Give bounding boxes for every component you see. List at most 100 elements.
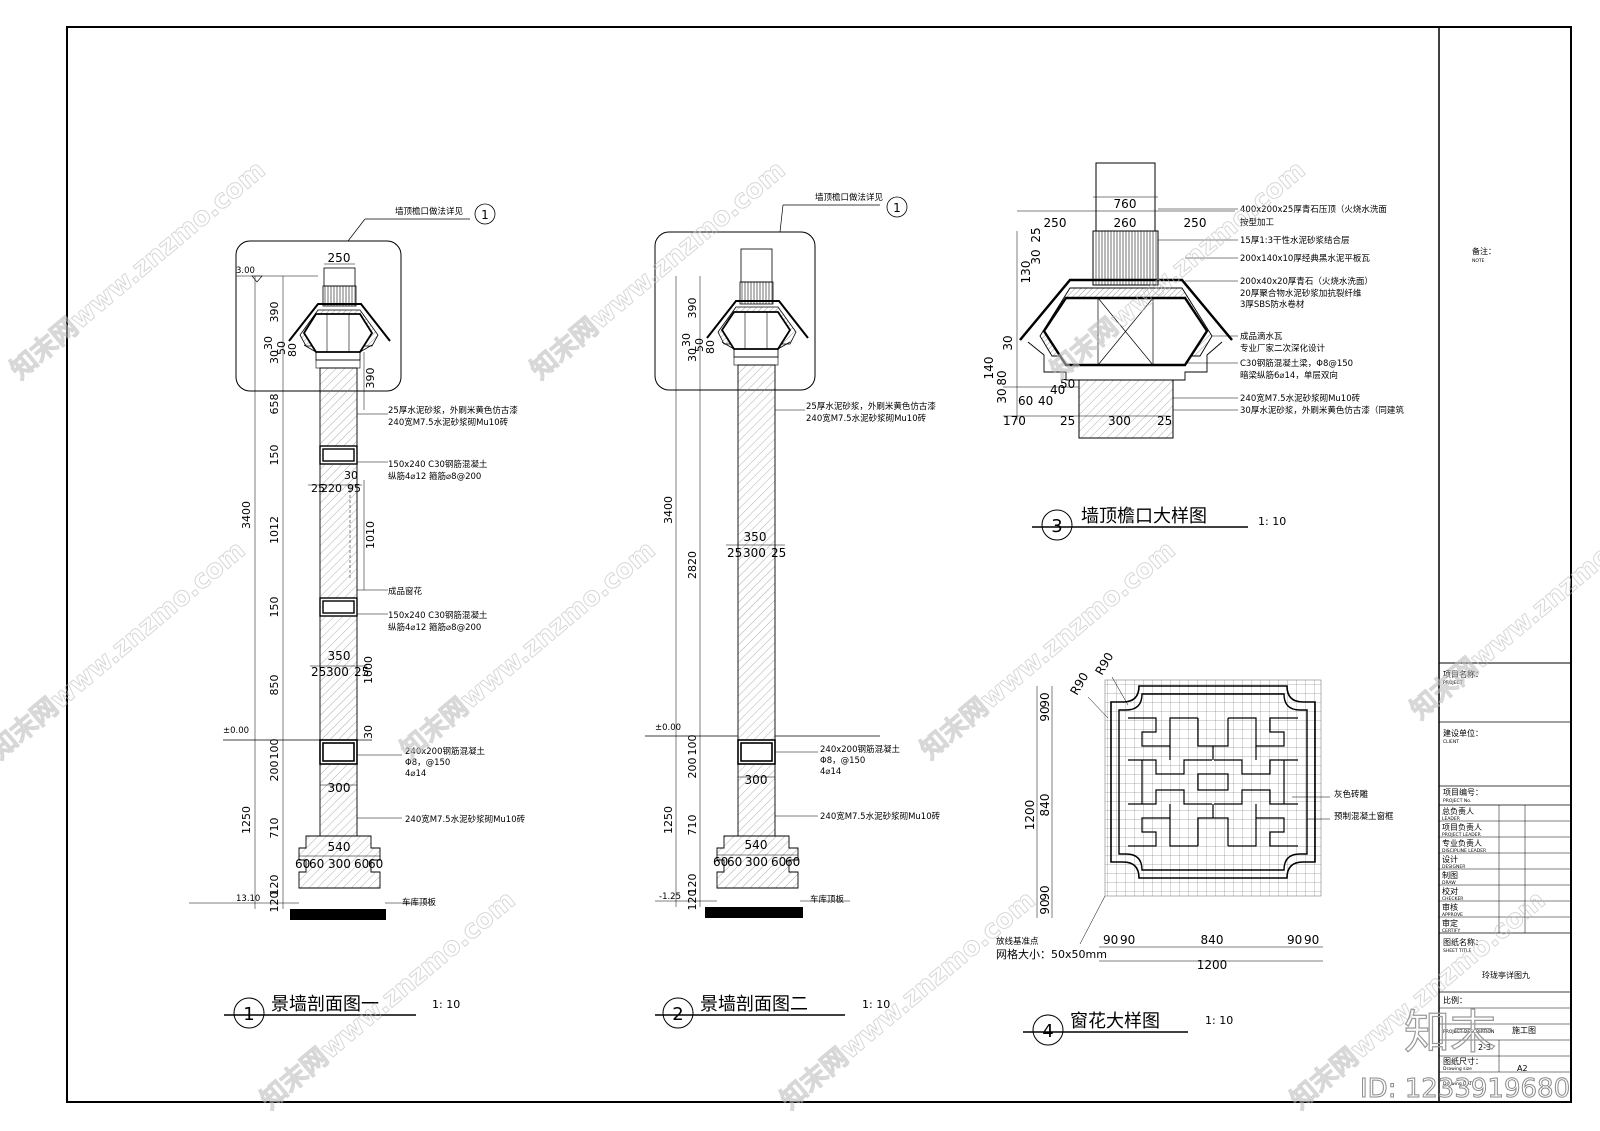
dim-foot-width: 300 [328,781,351,795]
dim-left: 30 [262,336,275,350]
tb-role-cn: 设计 [1442,854,1458,864]
note: 4⌀14 [820,767,841,777]
elevation-bottom: 13.10 [236,894,260,904]
watermark-text: 知末网www.znzmo.com [775,885,1041,1115]
dim-bottom: 25 [1060,414,1075,428]
dim-base-width: 60 [771,855,786,869]
dim-bottom: 840 [1201,933,1224,947]
title-number-circle [662,997,694,1029]
note: C30钢筋混凝土梁，Φ8@150 [1240,358,1353,369]
dim-mid-width: 95 [347,482,361,495]
dim-left: 100 [268,739,281,760]
section-2-title: 景墙剖面图二 [700,994,808,1015]
dim-mid-width: 25 [771,546,786,560]
dim-top-width: 250 [328,251,351,265]
tb-role-cn: 校对 [1442,886,1458,896]
detail-callout-box [654,231,816,391]
note: 成品滴水瓦 [1240,331,1283,342]
dim-mid-width: 30 [344,469,358,482]
dim-right: 1000 [362,656,375,684]
tb-role-en: CHECKER [1442,896,1463,902]
detail-3: 760 250 260 250 25 30 130 30 140 80 30 4… [982,162,1404,541]
dim-base-width: 60 [295,857,310,871]
tb-roles: 总负责人 LEADER 项目负责人 PROJECT LEADER 专业负责人 D… [1442,806,1486,934]
watermark-text: 知末网www.znzmo.com [0,535,251,765]
dim-bottom: 90 [1120,933,1135,947]
dim-right: 390 [364,368,377,389]
detail-callout-box [235,240,402,392]
dim-left: 100 [686,735,699,756]
sheet-frame [66,26,1572,1103]
note: 240x200钢筋混凝土 [405,746,485,757]
note: 30厚水泥砂浆，外刷米黄色仿古漆（同建筑 [1240,405,1404,416]
watermark-logo: 知末 [1404,1005,1496,1059]
note: 车库顶板 [402,897,437,908]
title-number-circle [233,997,265,1029]
tb-client: 建设单位： [1443,728,1483,738]
dim-left: 840 [1038,794,1052,817]
dim-left: 80 [995,370,1009,385]
note: 200x140x10厚经典黑水泥平板瓦 [1240,253,1370,264]
dim-left: 120 [686,874,699,895]
dim-base-width: 300 [745,855,768,869]
dim-bottom-width: 350 [328,649,351,663]
dim-left: 200 [686,758,699,779]
dim-left: 90 [1038,899,1052,914]
dim-bottom: 40 [1038,394,1053,408]
note: 240x200钢筋混凝土 [820,744,900,755]
tb-scale-label: 比例： [1443,995,1467,1005]
note: 放线基准点 [996,936,1039,947]
section-2-scale: 1: 10 [862,998,890,1011]
dim-left: 90 [1038,706,1052,721]
detail-4: R90 R90 90 90 840 90 90 1200 90 90 840 9… [996,650,1394,1046]
tb-sheet-title-en: SHEET TITLE [1443,948,1471,954]
detail-3-notes: 400x200x25厚青石压顶（火烧水洗面 按型加工 15厚1:3干性水泥砂浆结… [1158,204,1404,416]
dim-bottom: 90 [1103,933,1118,947]
tb-client-en: CLIENT [1443,739,1459,745]
note: 25厚水泥砂浆，外刷米黄色仿古漆 [388,405,518,416]
dim-left: 658 [268,394,281,415]
lattice-pattern [1128,717,1298,847]
tb-role-en: DRAW [1442,880,1456,886]
tb-role-cn: 总负责人 [1442,806,1474,816]
dim-bottom: 50 [1060,377,1075,391]
note: 专业厂家二次深化设计 [1240,343,1326,354]
note: 预制混凝土窗框 [1334,811,1394,822]
dim-mid-width: 220 [321,482,342,495]
note: 纵筋4⌀12 箍筋⌀8@200 [388,622,481,633]
tb-role-cn: 专业负责人 [1442,838,1482,848]
tb-role-en: CERTIFY [1442,928,1460,934]
tb-role-cn: 审核 [1442,902,1458,912]
note: 240宽M7.5水泥砂浆砌Mu10砖 [820,811,941,822]
dim-left: 30 [686,348,699,362]
dim-bottom: 40 [1050,383,1065,397]
dim-bottom: 90 [1304,933,1319,947]
note: 400x200x25厚青石压顶（火烧水洗面 [1240,204,1387,215]
dim-right: 1010 [364,521,377,549]
dim-left: 390 [686,298,699,319]
tb-role-en: PROJECT LEADER [1442,832,1481,838]
note: 150x240 C30钢筋混凝土 [388,459,488,470]
detail-3-title: 墙顶檐口大样图 [1081,506,1207,527]
dim-total-2: 1250 [240,806,253,834]
garage-slab [705,907,803,918]
dim-left: 50 [275,341,288,355]
dim-left: 30 [995,388,1009,403]
dim-top: 250 [1184,216,1207,230]
dim-bottom-width: 25 [354,665,369,679]
section-1-notes: 25厚水泥砂浆，外刷米黄色仿古漆 240宽M7.5水泥砂浆砌Mu10砖 150x… [357,405,526,908]
dim-bottom: 60 [1018,394,1033,408]
note: 纵筋4⌀12 箍筋⌀8@200 [388,471,481,482]
note: 20厚聚合物水泥砂浆加抗裂纤维 [1240,288,1362,299]
note: 暗梁纵筋6⌀14，单层双向 [1240,370,1338,381]
tb-role-en: APPROVE [1442,912,1463,918]
tb-project-name: 项目名称： [1443,669,1483,679]
dim-base-width: 60 [368,857,383,871]
note: Φ8，@150 [405,758,450,768]
dim-bottom-width: 300 [326,665,349,679]
dim-left-total: 1200 [1023,800,1037,831]
dim-left: 1012 [268,516,281,544]
note: 150x240 C30钢筋混凝土 [388,610,488,621]
dim-bottom: 170 [1003,414,1026,428]
